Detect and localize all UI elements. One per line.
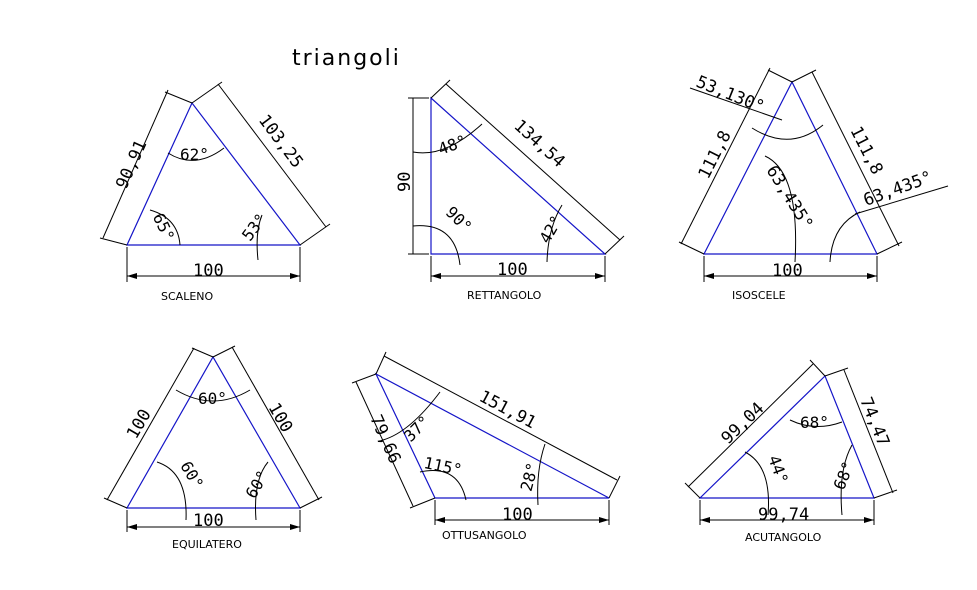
label-angle-left: 90° [442,203,476,237]
triangle-scaleno: 100 90,91 103,25 62° 65° 53° SCALENO [99,81,331,303]
triangle-name: EQUILATERO [172,538,242,551]
triangle-rettangolo: 100 90 134,54 48° 90° 42° RETTANGOLO [395,79,625,302]
page-title: triangoli [292,46,401,71]
triangle-outline [374,372,610,499]
label-angle-top: 62° [180,145,209,164]
triangle-outline [703,80,878,255]
triangle-acutangolo: 99,74 99,04 74,47 68° 44° 68° ACUTANGOLO [684,359,898,544]
triangle-name: ACUTANGOLO [745,531,822,544]
label-right: 74,47 [855,394,893,449]
label-angle-left: 65° [149,210,178,244]
label-angle-left: 63,435° [762,162,817,233]
triangle-ottusangolo: 100 79,66 151,91 37° 115° 28° OTTUSANGOL… [351,351,621,542]
label-base: 100 [193,511,224,531]
label-angle-right: 53° [238,210,271,245]
triangle-name: RETTANGOLO [467,289,542,302]
label-left: 100 [123,406,156,443]
label-left: 90,91 [112,137,151,192]
triangle-outline [698,374,875,499]
label-angle-left: 115° [422,453,464,480]
triangle-isoscele: 100 111,8 111,8 53,130° 63,435° 63,435° … [678,67,949,302]
label-angle-right: 28° [517,460,543,493]
label-left: 79,66 [365,412,404,467]
label-left: 90 [395,172,415,192]
label-angle-top: 53,130° [693,72,767,117]
label-angle-top: 60° [198,389,227,408]
triangle-outline [125,355,302,509]
label-base: 100 [772,261,803,281]
label-angle-right: 60° [242,467,273,502]
label-base: 100 [497,260,528,280]
triangle-outline [126,101,302,246]
triangle-name: ISOSCELE [732,289,786,302]
label-base: 99,74 [758,505,809,525]
label-left: 99,04 [718,399,769,449]
label-angle-top: 68° [800,413,829,432]
label-angle-right: 68° [830,459,858,493]
label-base: 100 [193,261,224,281]
label-angle-top: 48° [436,131,470,159]
label-base: 100 [502,505,533,525]
label-angle-left: 44° [764,453,792,487]
label-right: 100 [264,400,297,437]
triangle-name: SCALENO [161,290,213,303]
triangle-equilatero: 100 100 100 60° 60° 60° EQUILATERO [103,345,323,551]
label-angle-left: 60° [176,458,207,493]
triangle-name: OTTUSANGOLO [442,529,527,542]
label-angle-right: 42° [535,212,566,247]
triangle-outline [430,96,607,255]
label-left: 111,8 [695,128,736,183]
label-right: 134,54 [510,116,569,172]
label-angle-top: 37° [400,412,434,446]
